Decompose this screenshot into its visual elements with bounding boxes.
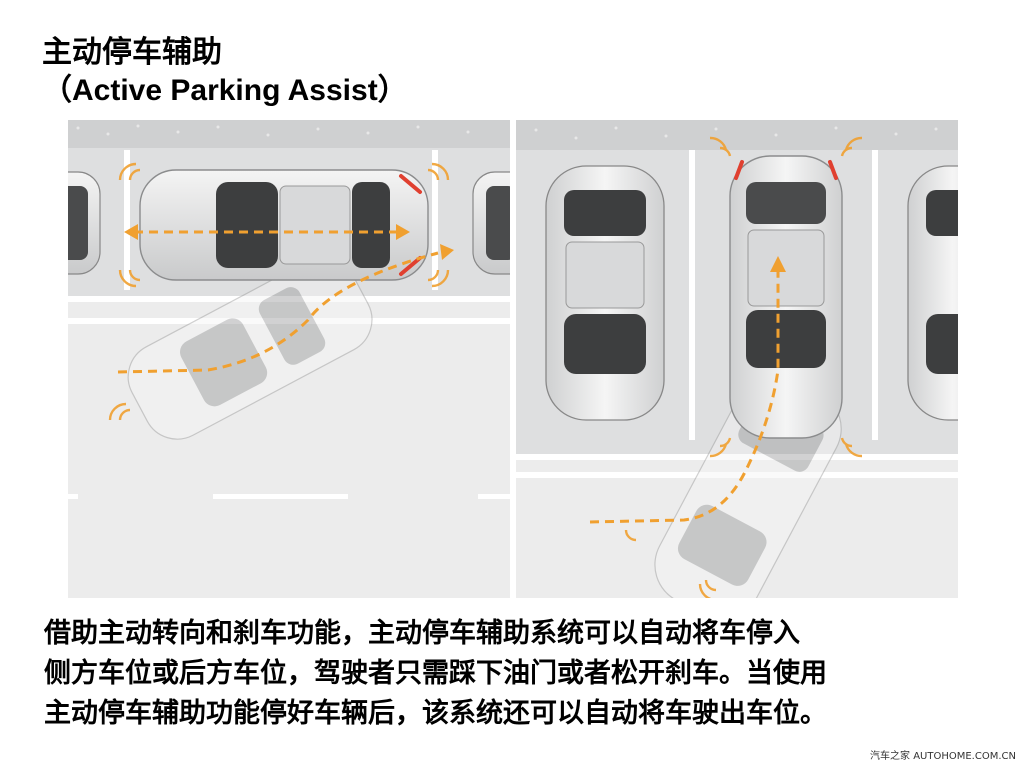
parallel-parking-diagram-icon bbox=[68, 120, 510, 598]
description-text: 借助主动转向和刹车功能，主动停车辅助系统可以自动将车停入 侧方车位或后方车位，驾… bbox=[44, 614, 1004, 734]
description-line-3: 主动停车辅助功能停好车辆后，该系统还可以自动将车驶出车位。 bbox=[44, 698, 827, 729]
description-line-1: 借助主动转向和刹车功能，主动停车辅助系统可以自动将车停入 bbox=[44, 618, 800, 649]
perpendicular-parking-diagram-icon bbox=[516, 120, 958, 598]
watermark: 汽车之家 AUTOHOME.COM.CN bbox=[870, 751, 1016, 762]
page-title: 主动停车辅助 bbox=[42, 35, 222, 70]
description-line-2: 侧方车位或后方车位，驾驶者只需踩下油门或者松开刹车。当使用 bbox=[44, 658, 827, 689]
page-subtitle: （Active Parking Assist） bbox=[42, 74, 408, 107]
perpendicular-parking-illustration bbox=[516, 120, 958, 598]
parallel-parking-illustration bbox=[68, 120, 510, 598]
